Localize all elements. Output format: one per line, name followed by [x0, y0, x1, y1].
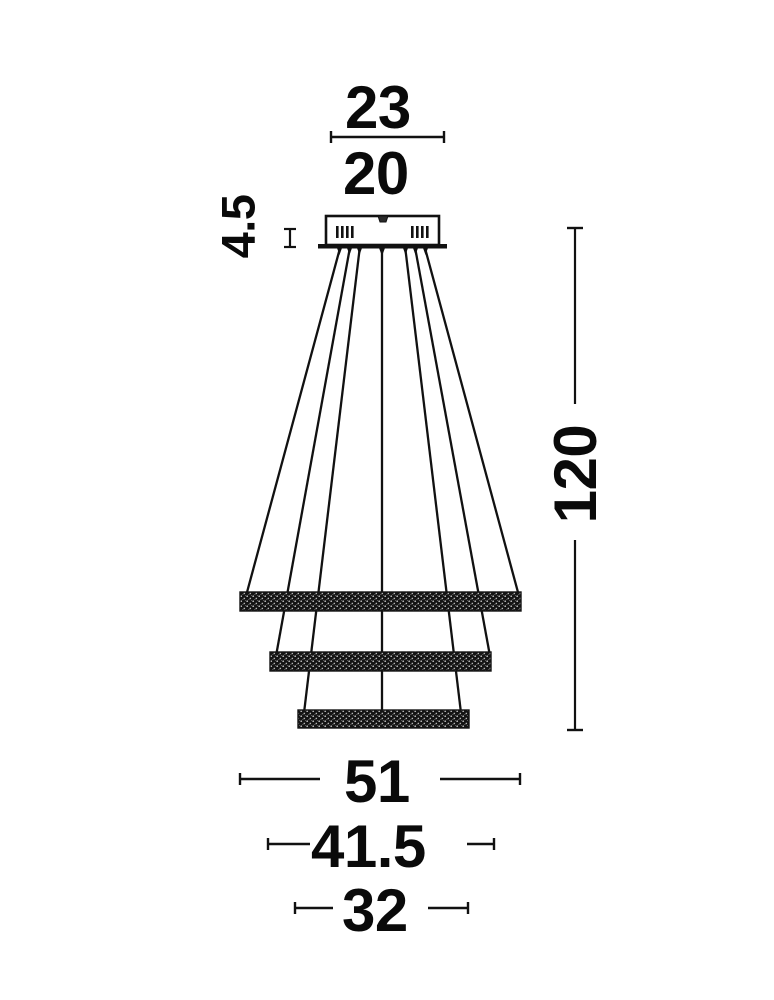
dimension-label-20: 20	[343, 140, 409, 207]
dimension-label-120: 120	[542, 424, 609, 524]
dimension-label-41-5: 41.5	[311, 813, 426, 880]
dimension-line-23	[329, 131, 446, 143]
ring-middle	[269, 651, 492, 672]
dimension-line-120	[567, 226, 583, 732]
ring-top	[239, 591, 522, 612]
dimension-tick-4-5	[284, 227, 296, 249]
ring-bottom	[297, 709, 470, 729]
canopy-vent-right	[411, 226, 429, 238]
dimension-line-32	[293, 902, 470, 914]
suspension-cables	[244, 248, 521, 716]
dimension-label-32: 32	[342, 877, 408, 944]
dimension-line-51	[238, 773, 522, 785]
canopy-plate	[318, 214, 447, 249]
dimension-label-4-5: 4.5	[211, 194, 265, 259]
dimension-label-51: 51	[344, 748, 410, 815]
canopy-vent-left	[336, 226, 354, 238]
dimension-label-23: 23	[345, 74, 411, 141]
dimension-line-41-5	[266, 838, 496, 850]
